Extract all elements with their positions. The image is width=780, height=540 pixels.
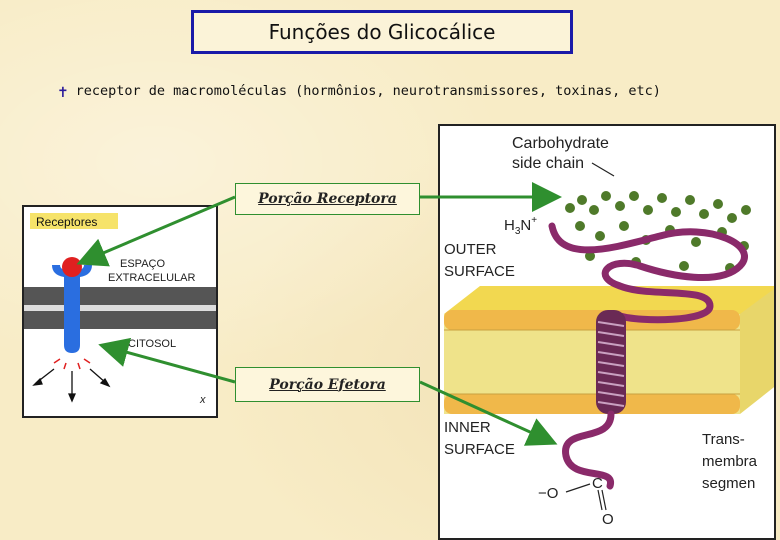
inner-surface-label-1: INNER [444,419,491,436]
receptor-portion-label: Porção Receptora [235,183,420,215]
receptores-tag: Receptores [36,215,97,229]
glycoprotein-diagram: Carbohydrate side chain H3N+ OUTER SURFA… [444,135,774,528]
signal-arrows [32,368,111,403]
espaco-label-1: ESPAÇO [120,258,165,270]
membrane-middle [24,305,216,311]
receptor-figure: Receptores ESPAÇO EXTRACELULAR CITOSOL x [22,205,218,418]
carboxyl-bond-1 [565,483,591,493]
signal-marks [53,358,91,370]
bullet-item: ✝ receptor de macromoléculas (hormônios,… [58,80,758,102]
carboxyl-c: C [592,475,603,492]
arrow-receptora-to-left [76,195,236,267]
transmembrane-label-2: membra [702,453,758,470]
outer-surface-label-2: SURFACE [444,263,515,280]
citosol-label: CITOSOL [128,338,176,350]
carboxyl-minus-o: −O [538,485,558,502]
receptores-tag-bg [30,213,118,229]
transmembrane-label-1: Trans- [702,431,745,448]
outer-surface-label-1: OUTER [444,241,497,258]
inner-surface-label-2: SURFACE [444,441,515,458]
carboxyl-o: O [602,511,614,528]
transmembrane-label-3: segmen [702,475,755,492]
carboxyl-bond-3 [601,489,607,511]
carboxyl-bond-2 [597,489,603,511]
glycoprotein-figure: Carbohydrate side chain H3N+ OUTER SURFA… [438,124,776,540]
bullet-text: receptor de macromoléculas (hormônios, n… [75,83,661,99]
h3n-label: H3N+ [504,215,537,237]
arrow-efetora-to-left [98,337,236,384]
carbohydrate-pointer [591,162,615,177]
carbohydrate-label-2: side chain [512,155,584,172]
protein-chain-outer [548,222,748,324]
effector-portion-label: Porção Efetora [235,367,420,402]
receptor-shape [52,265,92,353]
slide-title: Funções do Glicocálice [191,10,573,54]
cross-bullet-icon: ✝ [58,81,68,101]
espaco-label-2: EXTRACELULAR [108,272,195,284]
receptor-diagram: Receptores ESPAÇO EXTRACELULAR CITOSOL x [24,213,216,406]
protein-chain-inner [562,410,615,490]
carbohydrate-label-1: Carbohydrate [512,135,609,152]
helix-turns [597,321,625,407]
corner-mark: x [199,394,206,406]
arrow-efetora-to-right [419,380,558,446]
